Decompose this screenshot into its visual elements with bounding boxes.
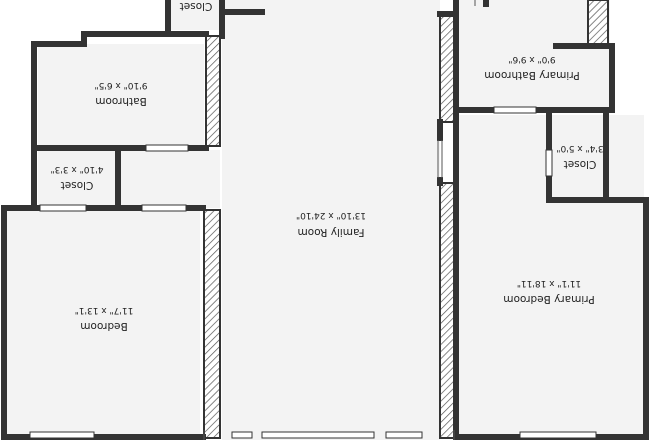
window	[29, 431, 95, 439]
room-dims-bathroom: 9'10" x 6'5"	[95, 80, 148, 90]
room-name-bedroom: Bedroom	[80, 320, 128, 332]
floor-bathroom	[38, 44, 204, 146]
room-name-closet-right: Closet	[564, 158, 597, 170]
floor-closet-left	[38, 150, 118, 205]
room-dims-closet-right: 3'4" x 5'0"	[556, 143, 603, 153]
window	[385, 431, 423, 439]
room-labels: Family Room 13'10" x 24'10" Bedroom 11'7…	[51, 0, 604, 332]
room-name-family-room: Family Room	[297, 226, 364, 238]
window	[493, 106, 537, 114]
room-dims-primary-bedroom: 11'1" x 18'11"	[517, 278, 581, 288]
door-openings	[203, 0, 476, 440]
hatched-walls	[203, 0, 609, 439]
window	[231, 431, 253, 439]
hatch-wall-4	[439, 13, 455, 123]
window	[545, 149, 553, 177]
hatch-wall-1	[203, 209, 221, 439]
room-name-primary-bathroom: Primary Bathroom	[484, 69, 579, 81]
room-dims-bedroom: 11'7" x 13'1"	[75, 305, 134, 315]
floor-family-room	[222, 0, 440, 440]
room-dims-primary-bathroom: 9'0" x 9'6"	[508, 54, 555, 64]
floor-primary-bathroom	[458, 0, 610, 107]
room-name-closet-left: Closet	[61, 179, 94, 191]
floors	[6, 0, 644, 440]
hatch-wall-5	[587, 0, 609, 45]
hatch-wall-3	[205, 35, 221, 147]
window	[39, 204, 87, 212]
floor-closet-right	[552, 118, 604, 200]
window	[145, 144, 189, 152]
floor-hall	[120, 150, 220, 208]
floor-bedroom	[6, 208, 200, 440]
room-name-primary-bedroom: Primary Bedroom	[503, 293, 594, 305]
room-name-closet-top: Closet	[180, 0, 213, 12]
room-name-bathroom: Bathroom	[95, 95, 147, 107]
windows	[29, 106, 597, 439]
floor-closet-top	[170, 0, 222, 30]
room-dims-closet-left: 4'10" x 3'3"	[51, 164, 104, 174]
window	[519, 431, 597, 439]
room-dims-family-room: 13'10" x 24'10"	[296, 210, 366, 220]
window	[261, 431, 375, 439]
window	[141, 204, 187, 212]
